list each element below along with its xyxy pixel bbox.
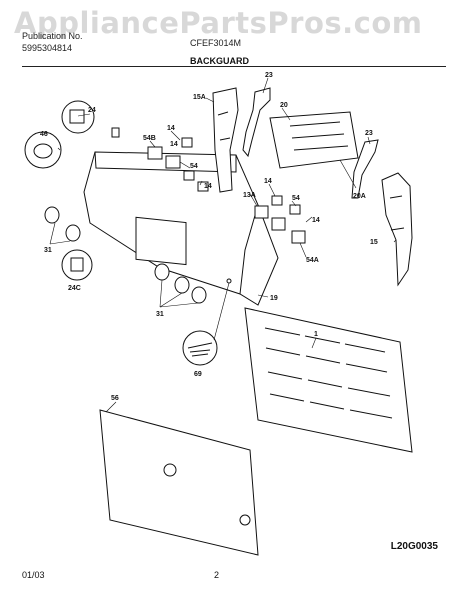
model-number: CFEF3014M: [190, 38, 242, 48]
callout-label: 56: [111, 395, 119, 402]
right-end-bracket: [381, 172, 413, 287]
clock-board: [269, 111, 359, 169]
watermark-text: AppliancePartsPros.com: [14, 6, 423, 40]
callout-label: 19: [270, 295, 278, 302]
diagram-code: L20G0035: [390, 541, 438, 552]
knob-insert-detail: [24, 131, 62, 169]
left-end-bracket: [212, 87, 239, 193]
callout-label: 54: [292, 195, 300, 202]
rocker-switch-detail: [61, 100, 120, 138]
callout-label: 20: [280, 102, 288, 109]
footer-date: 01/03: [22, 570, 45, 580]
indicator-light-detail: [61, 249, 93, 281]
callout-labels: 23 15A 20 24 14 54B 46 14 54 14 20A 23 1…: [40, 72, 378, 402]
callout-label: 46: [40, 131, 48, 138]
lower-trim: [99, 409, 259, 556]
leader-lines: [49, 77, 397, 413]
knobs-left: [44, 206, 81, 242]
section-title: BACKGUARD: [190, 56, 249, 66]
callout-label: 24: [88, 107, 96, 114]
callout-label: 54B: [143, 135, 156, 142]
callout-label: 15A: [193, 94, 206, 101]
callout-label: 14: [264, 178, 272, 185]
callout-label: 69: [194, 371, 202, 378]
callout-label: 20A: [353, 193, 366, 200]
callout-label: 14: [312, 217, 320, 224]
callout-label: 24C: [68, 285, 81, 292]
callout-label: 13A: [243, 192, 256, 199]
callout-label: 14: [204, 183, 212, 190]
publication-label: Publication No.: [22, 31, 83, 41]
screw-detail: [182, 278, 232, 366]
callout-label: 31: [156, 311, 164, 318]
bracket-23-left: [242, 87, 271, 158]
callout-label: 54: [190, 163, 198, 170]
callout-label: 23: [365, 130, 373, 137]
publication-number: 5995304814: [22, 43, 73, 53]
callout-label: 14: [170, 141, 178, 148]
header-rule: [22, 66, 446, 67]
callout-label: 1: [314, 331, 318, 338]
bracket-23-right: [351, 139, 379, 199]
callout-label: 31: [44, 247, 52, 254]
infinite-switches-upper: [147, 137, 209, 192]
callout-label: 14: [167, 125, 175, 132]
callout-label: 54A: [306, 257, 319, 264]
page-number: 2: [214, 570, 220, 580]
rear-panel: [244, 307, 413, 453]
knobs-bottom: [154, 263, 207, 304]
callout-label: 15: [370, 239, 378, 246]
callout-label: 23: [265, 72, 273, 79]
